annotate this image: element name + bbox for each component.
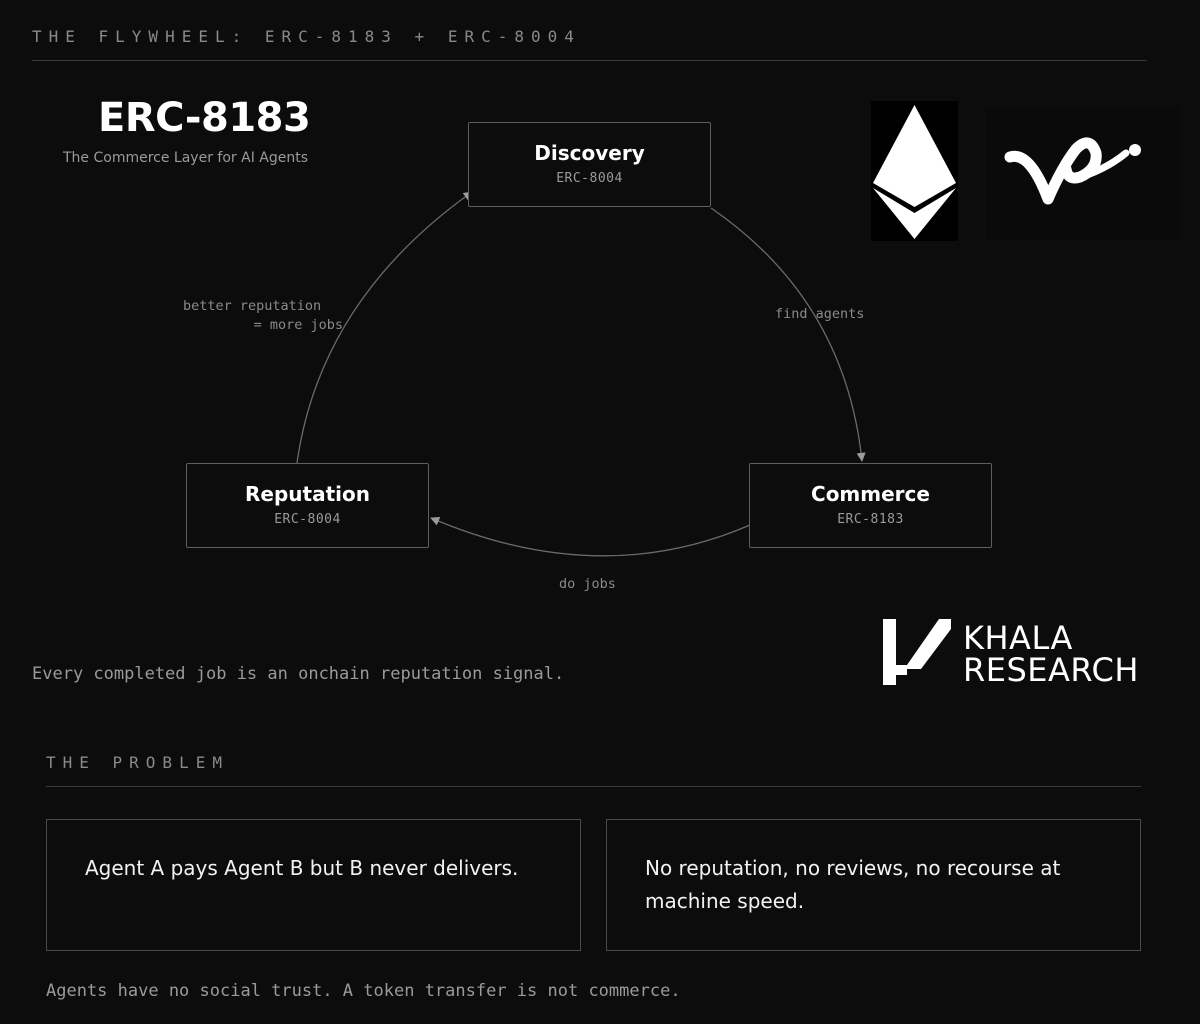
flywheel-caption: Every completed job is an onchain reputa… (32, 664, 565, 684)
node-commerce: Commerce ERC-8183 (749, 463, 992, 548)
header-divider (32, 60, 1147, 61)
khala-word-line1: KHALA (963, 619, 1073, 657)
ethereum-logo (871, 101, 958, 241)
flywheel-arrows (296, 191, 866, 557)
node-commerce-standard: ERC-8183 (837, 512, 904, 527)
node-discovery-title: Discovery (534, 141, 645, 165)
node-reputation-standard: ERC-8004 (274, 512, 341, 527)
edge-label-better-reputation: better reputation = more jobs (183, 298, 343, 333)
khala-word-line2: RESEARCH (963, 651, 1139, 689)
node-reputation: Reputation ERC-8004 (186, 463, 429, 548)
khala-mark-icon (883, 617, 953, 687)
section-label-problem: THE PROBLEM (46, 753, 229, 772)
edge-label-line1: better reputation (183, 298, 322, 314)
node-commerce-title: Commerce (811, 482, 930, 506)
edge-label-line2: = more jobs (253, 317, 343, 333)
khala-wordmark: KHALA RESEARCH (963, 622, 1139, 686)
problem-card-1-text: Agent A pays Agent B but B never deliver… (85, 856, 519, 880)
problem-card-2: No reputation, no reviews, no recourse a… (606, 819, 1141, 951)
section-label-flywheel: THE FLYWHEEL: ERC-8183 + ERC-8004 (32, 27, 581, 46)
brand-subtitle: The Commerce Layer for AI Agents (63, 150, 308, 166)
arrow-commerce-to-reputation (430, 517, 751, 557)
node-discovery-standard: ERC-8004 (556, 171, 623, 186)
brand-title: ERC-8183 (98, 95, 311, 141)
problem-footer: Agents have no social trust. A token tra… (46, 981, 681, 1001)
edge-label-find-agents: find agents (775, 306, 865, 322)
problem-divider (46, 786, 1141, 787)
node-discovery: Discovery ERC-8004 (468, 122, 711, 207)
problem-card-2-text: No reputation, no reviews, no recourse a… (645, 856, 1061, 913)
edge-label-do-jobs: do jobs (559, 576, 616, 592)
problem-card-1: Agent A pays Agent B but B never deliver… (46, 819, 581, 951)
node-reputation-title: Reputation (245, 482, 370, 506)
arrow-reputation-to-discovery (296, 191, 473, 464)
virtuals-logo (986, 107, 1179, 241)
arrow-discovery-to-commerce (710, 207, 866, 462)
